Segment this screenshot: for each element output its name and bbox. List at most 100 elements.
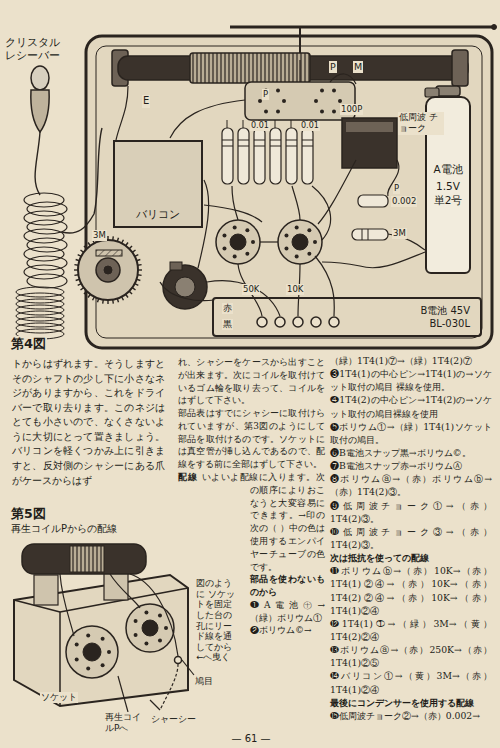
part-label: クリスタル レシーバー xyxy=(4,36,68,62)
wire-path xyxy=(315,256,334,316)
drawing-part xyxy=(245,82,355,120)
wire-path xyxy=(182,660,194,675)
drawing-part xyxy=(16,317,64,327)
round-part xyxy=(107,650,111,654)
wire-path xyxy=(118,676,128,712)
value-label: 3M xyxy=(92,230,107,241)
wire-path xyxy=(318,160,356,224)
body-text: ⓯低周波チョーク②→（赤）0.002→ xyxy=(330,709,492,722)
drawing-part xyxy=(88,242,90,245)
section-heading: 最後にコンデンサーを使用する配線 xyxy=(330,696,492,709)
drawing-part xyxy=(74,264,78,266)
round-part xyxy=(276,109,280,113)
section-heading: 次は抵抗を使っての配線 xyxy=(330,551,492,564)
drawing-part xyxy=(93,297,95,301)
round-part xyxy=(158,639,162,643)
round-part xyxy=(86,667,90,671)
drawing-part xyxy=(302,140,313,141)
node-text: BL-030L xyxy=(429,317,470,330)
round-part xyxy=(275,317,285,327)
part-label: シャーシー xyxy=(150,714,197,725)
text-column: トからはずれます。そうしますとそのシャフトの少し下に小さなネジがありますから、こ… xyxy=(12,356,165,487)
drawing-part xyxy=(243,120,244,128)
drawing-part xyxy=(126,294,128,297)
round-part xyxy=(314,99,318,103)
round-part xyxy=(101,663,105,667)
drawing-part xyxy=(132,288,135,290)
drawing-part xyxy=(16,305,64,315)
drawing-part xyxy=(138,264,142,266)
body-text: ❿低周波チョーク③→（赤）1T4(2)③。 xyxy=(330,525,492,551)
round-part xyxy=(233,225,237,229)
drawing-part xyxy=(286,128,297,184)
drawing-part xyxy=(80,250,83,252)
drawing-part xyxy=(96,46,482,338)
body-text: ❸1T4(1)の中心ピン→1T4(1)の→ソケット取付の鳩目 裸線を使用。 xyxy=(330,367,492,393)
wire-path xyxy=(204,205,262,222)
body-text: れ、シャシーをケースから出すことが出来ます。次にコイルを取付けているゴム輪を取り… xyxy=(178,356,325,407)
annotation: 図のように ソケットを固定した台の孔にリード線を通してから ←へ曳く xyxy=(195,578,239,663)
round-part xyxy=(158,613,162,617)
drawing-part xyxy=(31,66,49,90)
round-part xyxy=(293,317,303,327)
round-part xyxy=(222,247,226,251)
drawing-part xyxy=(362,229,363,240)
round-part xyxy=(338,99,342,103)
drawing-part xyxy=(117,238,118,242)
body-text: （緑）1T4(1)⑦→（緑）1T4(2)⑦ xyxy=(330,354,492,367)
drawing-part xyxy=(16,25,497,349)
drawing-part xyxy=(129,246,132,249)
part-label: 鳩目 xyxy=(194,676,214,687)
wire-path xyxy=(31,90,49,132)
drawing-part xyxy=(22,544,146,574)
drawing-part xyxy=(102,300,104,304)
wire-path xyxy=(35,132,40,195)
part-label: 再生コイルPへ xyxy=(104,712,150,735)
wire-path xyxy=(260,241,278,242)
drawing-part xyxy=(14,544,194,712)
round-part xyxy=(144,610,148,614)
wire-path xyxy=(62,128,102,233)
wire-color: 赤 xyxy=(222,303,233,314)
body-text: ❹1T4(2)の中心ピン→1T4(2)の→ソケット取付の鳩目裸線を使用 xyxy=(330,393,492,419)
drawing-part xyxy=(222,128,233,184)
round-part xyxy=(142,620,158,636)
round-part xyxy=(295,255,299,259)
wire-color: 黒 xyxy=(222,319,233,330)
drawing-part xyxy=(84,246,87,249)
terminal-label: P xyxy=(262,89,269,100)
drawing-part xyxy=(126,242,128,245)
drawing-part xyxy=(76,259,80,260)
round-part xyxy=(284,247,288,251)
round-part xyxy=(257,317,267,327)
variable-capacitor: バリコン xyxy=(113,140,203,228)
battery-box: B電池 45VBL-030L xyxy=(212,297,482,337)
round-part xyxy=(313,240,317,244)
body-text: ❾低周波チョーク①→（赤）1T4(2)③。 xyxy=(330,499,492,525)
node-text: A電池 xyxy=(433,163,462,177)
wire-path xyxy=(110,574,140,608)
round-part xyxy=(104,266,112,274)
drawing-part xyxy=(132,250,135,252)
drawing-part xyxy=(78,284,82,286)
drawing-part xyxy=(122,240,124,244)
value-label: 3M xyxy=(392,228,407,239)
drawing-part xyxy=(74,236,142,304)
round-part xyxy=(101,637,105,641)
wire-path xyxy=(116,86,128,140)
drawing-part xyxy=(97,299,98,303)
round-part xyxy=(126,604,174,652)
wire-path xyxy=(130,574,178,656)
drawing-part xyxy=(254,146,265,147)
drawing-part xyxy=(302,146,313,147)
drawing-part xyxy=(107,236,108,240)
value-label: 0.01 xyxy=(250,121,270,131)
drawing-part xyxy=(270,128,281,184)
drawing-part xyxy=(257,317,339,327)
body-text: 配線 xyxy=(178,472,197,482)
round-part xyxy=(311,317,321,327)
drawing-part xyxy=(16,193,67,339)
drawing-part xyxy=(368,229,369,240)
part-label: 低周波 チョーク xyxy=(398,112,444,135)
node-text: バリコン xyxy=(136,208,180,222)
